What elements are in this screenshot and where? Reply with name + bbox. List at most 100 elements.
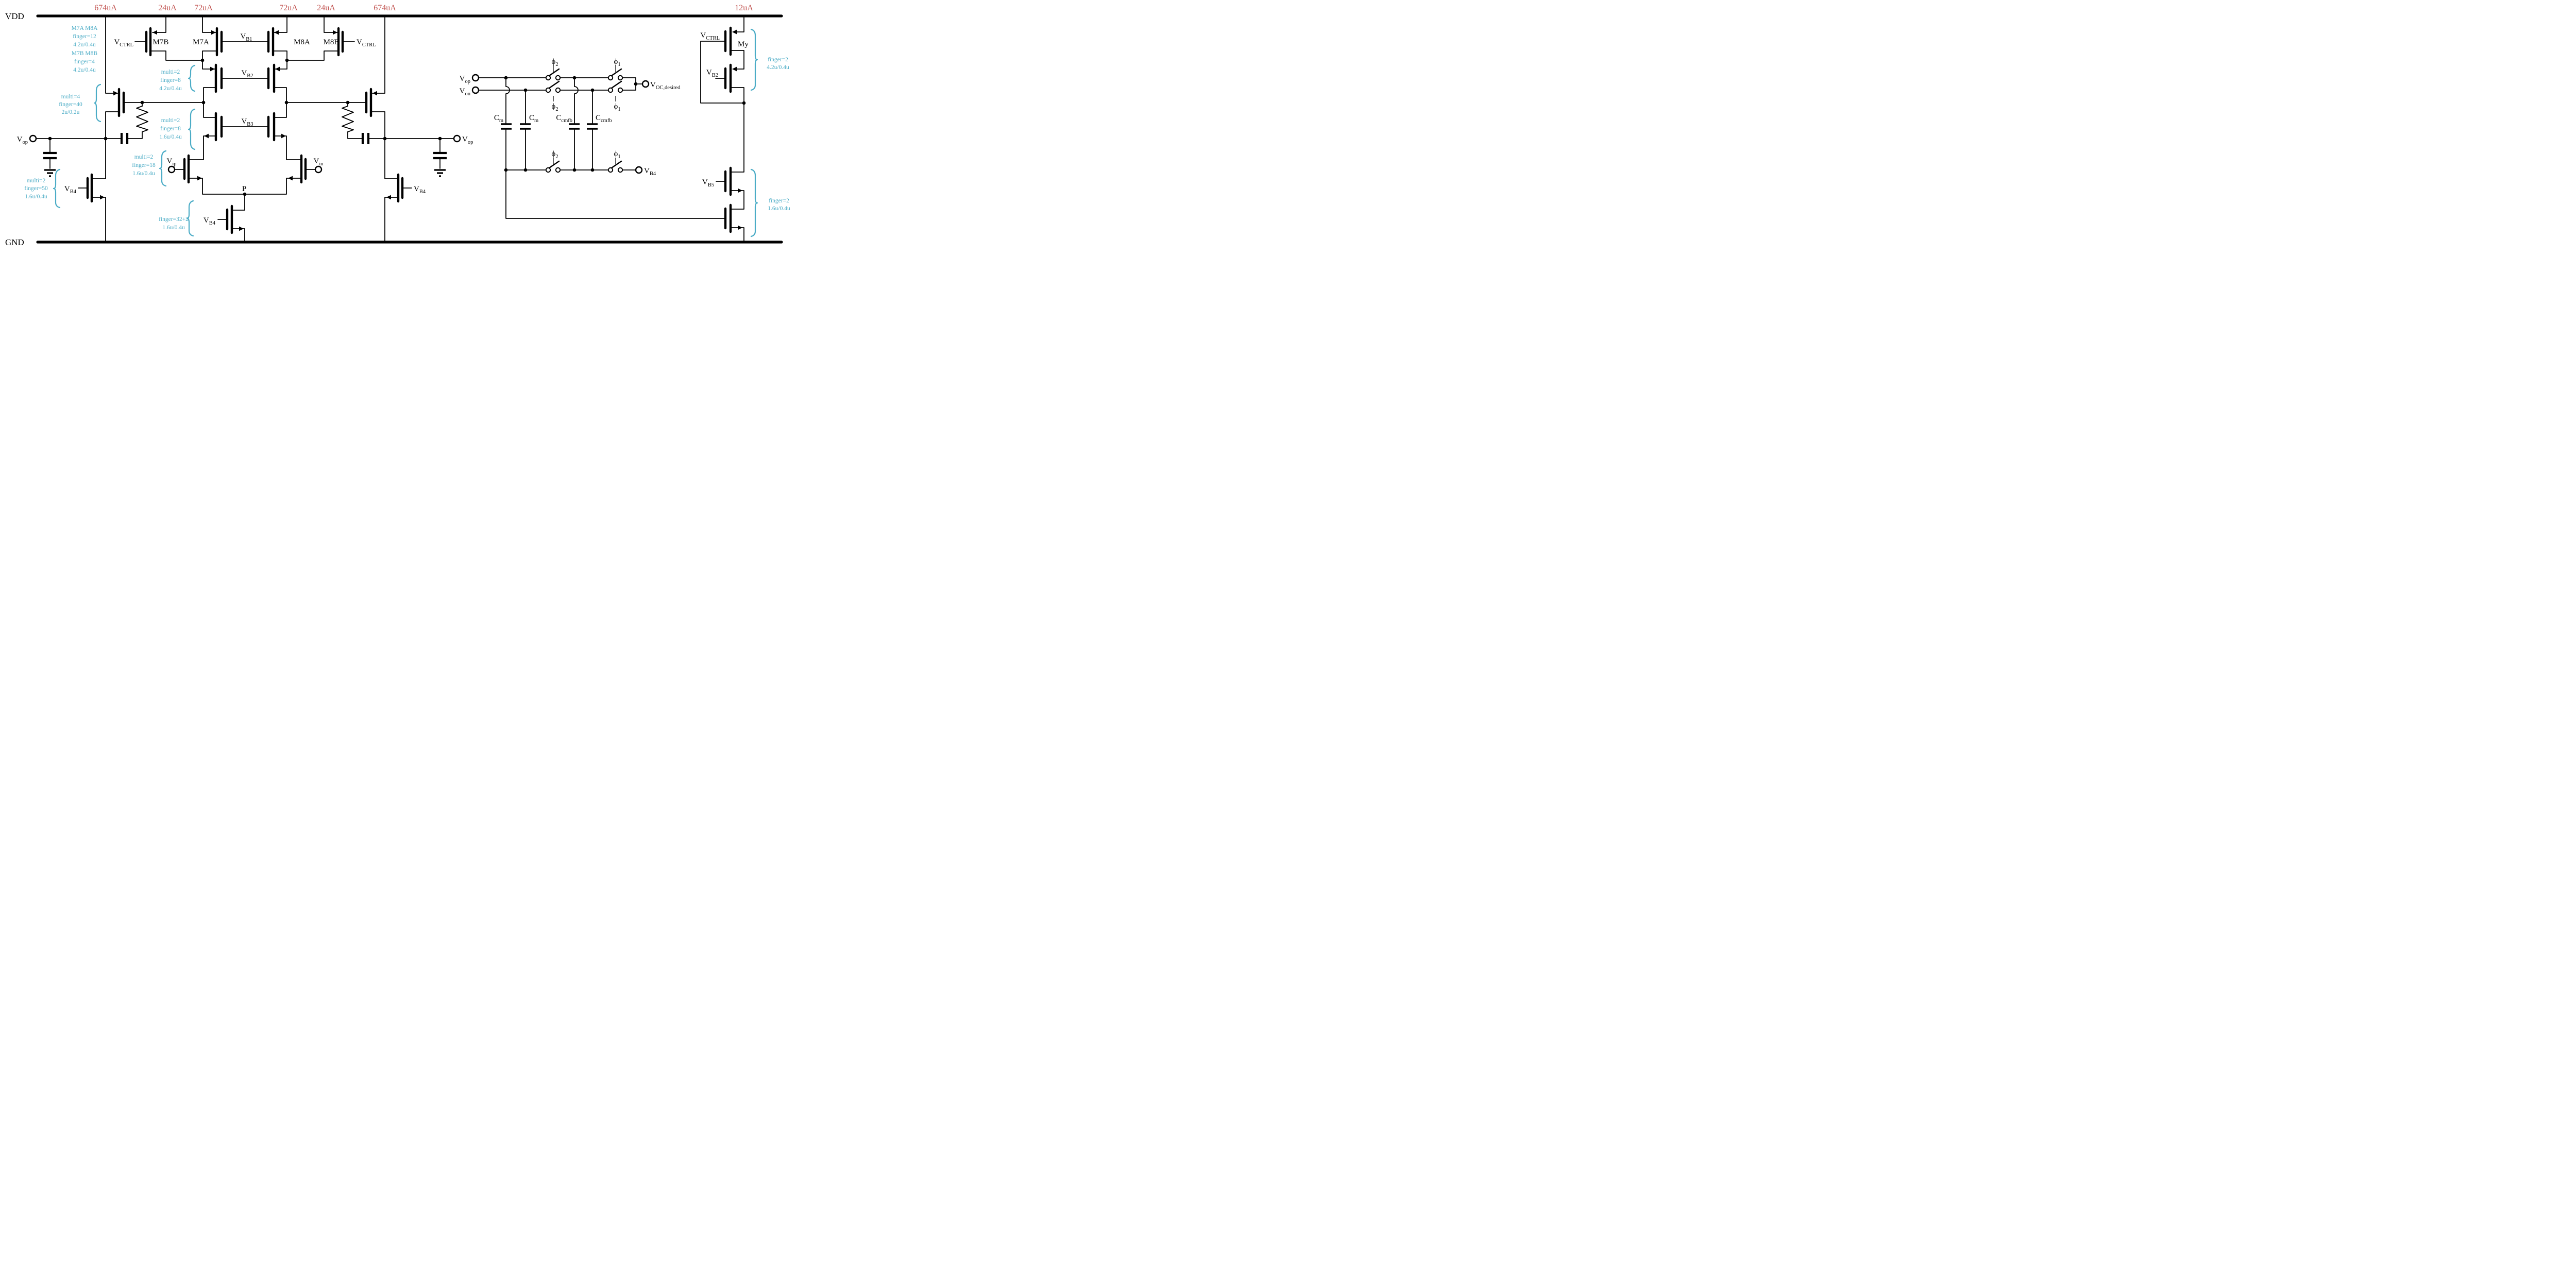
label-node-p: P bbox=[242, 185, 246, 193]
mosfet-bars bbox=[117, 88, 125, 117]
mosfet-bars bbox=[86, 173, 93, 203]
annotation-line: 1.6u/0.4u bbox=[162, 225, 185, 231]
transistor-my bbox=[724, 26, 737, 56]
load-cap-left bbox=[43, 151, 57, 160]
source-arrow bbox=[275, 66, 280, 72]
source-arrow bbox=[210, 66, 215, 72]
switch-contact bbox=[545, 75, 551, 81]
switch-contact bbox=[607, 75, 614, 81]
annotation-line: 4.2u/0.4u bbox=[767, 64, 789, 71]
resistor-rz-right bbox=[342, 106, 354, 132]
source-arrow bbox=[738, 188, 742, 193]
current-label: 72uA bbox=[279, 4, 298, 12]
mosfet-bars bbox=[226, 204, 233, 234]
net-label-vb4-sc: VB4 bbox=[644, 167, 656, 177]
wires-left-output-branch bbox=[36, 16, 143, 243]
net-label-voc-desired: VOC,desired bbox=[650, 81, 681, 91]
mosfet-bars bbox=[724, 63, 732, 93]
mosfet-bars bbox=[365, 88, 372, 117]
source-arrow bbox=[239, 226, 244, 231]
sc-capacitor-plates bbox=[501, 123, 598, 130]
annotation-bias-pmos: finger=2 4.2u/0.4u bbox=[750, 28, 789, 91]
terminal-vop-right bbox=[453, 134, 461, 143]
annotation-line: 1.6u/0.4u bbox=[25, 194, 47, 200]
source-arrow bbox=[100, 195, 105, 200]
sc-switches bbox=[545, 65, 623, 173]
transistor-bias-nmos-vb5 bbox=[724, 166, 742, 196]
mosfet-bars bbox=[183, 154, 190, 184]
label-m7b: M7B bbox=[153, 38, 169, 46]
annotation-line: finger=8 bbox=[160, 77, 181, 83]
brace bbox=[750, 168, 758, 237]
branch-current-labels: 674uA 24uA 72uA 72uA 24uA 674uA 12uA bbox=[94, 4, 753, 12]
source-arrow bbox=[732, 29, 737, 35]
clock-label-phi2-bottom: ϕ2 bbox=[551, 150, 558, 160]
annotation-line: finger=8 bbox=[160, 126, 181, 132]
annotation-line: finger=2 bbox=[769, 198, 789, 204]
switch-levers bbox=[548, 68, 622, 169]
switch-contact bbox=[555, 75, 561, 81]
ground-symbol-left bbox=[44, 169, 56, 177]
cap-label-cm-2: Cm bbox=[529, 114, 538, 124]
label-m7a: M7A bbox=[193, 38, 209, 46]
annotation-line: 4.2u/0.4u bbox=[159, 86, 182, 92]
brace bbox=[188, 64, 196, 92]
annotation-line: finger=4 bbox=[74, 59, 95, 65]
schematic-canvas: VDD GND 674uA 24uA 72uA 72uA 24uA 674uA … bbox=[5, 4, 790, 247]
annotation-cascode-pmos: multi=2 finger=8 4.2u/0.4u bbox=[159, 64, 196, 92]
resistor-rz-left bbox=[136, 106, 148, 132]
transistor-cascode-nmos-left bbox=[204, 112, 223, 142]
annotation-line: finger=12 bbox=[73, 33, 96, 40]
source-arrow bbox=[197, 176, 202, 181]
mosfet-bars bbox=[337, 27, 344, 57]
ground-symbol-right bbox=[434, 169, 446, 177]
mosfet-bars bbox=[214, 112, 223, 142]
vdd-label: VDD bbox=[5, 11, 24, 21]
source-arrow bbox=[333, 30, 337, 35]
terminal-vip bbox=[167, 165, 176, 174]
annotation-tail: finger=32+2 1.6u/0.4u bbox=[159, 200, 194, 237]
terminal-vop-left bbox=[29, 134, 37, 143]
switch-contact bbox=[617, 87, 623, 93]
transistor-stage2-nmos-left bbox=[86, 173, 105, 203]
source-arrow bbox=[288, 176, 293, 181]
wires-sc-cmfb bbox=[478, 77, 726, 219]
switch-contact bbox=[617, 167, 623, 173]
transistor-bias-nmos-bottom bbox=[724, 203, 742, 233]
annotation-line: 1.6u/0.4u bbox=[132, 170, 155, 177]
transistor-cascode-nmos-right bbox=[267, 112, 286, 142]
source-arrow bbox=[386, 195, 391, 200]
net-label-vb2-bias: VB2 bbox=[706, 69, 718, 78]
mosfet-bars bbox=[300, 154, 307, 184]
source-arrow bbox=[204, 133, 209, 139]
switch-contact bbox=[545, 167, 551, 173]
opamp-schematic: VDD GND 674uA 24uA 72uA 72uA 24uA 674uA … bbox=[0, 0, 795, 253]
net-label-vb4-left: VB4 bbox=[64, 185, 77, 195]
net-label-sc-von: Von bbox=[460, 87, 471, 97]
annotation-line: 4.2u/0.4u bbox=[73, 42, 96, 48]
annotation-bias-nmos: finger=2 1.6u/0.4u bbox=[750, 168, 790, 237]
transistor-stage2-nmos-right bbox=[386, 173, 404, 203]
brace bbox=[750, 28, 758, 91]
current-label: 24uA bbox=[158, 4, 177, 12]
net-label-sc-vop: Vop bbox=[460, 75, 470, 84]
gnd-label: GND bbox=[5, 237, 24, 247]
cap-label-cm-1: Cm bbox=[494, 114, 503, 124]
terminal-sc-von bbox=[471, 86, 480, 94]
brace bbox=[93, 83, 101, 123]
net-label-vb1: VB1 bbox=[240, 32, 252, 42]
net-label-vop-right: Vop bbox=[462, 135, 473, 145]
cap-label-ccmfb-2: Ccmfb bbox=[596, 114, 612, 124]
load-cap-right bbox=[433, 151, 447, 160]
switch-contact bbox=[545, 87, 551, 93]
source-arrow bbox=[372, 91, 377, 96]
transistor-m8b bbox=[333, 27, 344, 57]
annotation-line: 1.6u/0.4u bbox=[768, 206, 790, 212]
switch-control-ticks bbox=[553, 65, 616, 164]
net-label-vctrl-left: VCTRL bbox=[114, 38, 133, 48]
net-label-vb4-right: VB4 bbox=[414, 185, 426, 195]
label-m8a: M8A bbox=[294, 38, 310, 46]
transistor-bias-pmos-vb2 bbox=[724, 63, 737, 93]
mosfet-bars bbox=[397, 173, 404, 203]
net-label-vop-left: Vop bbox=[17, 135, 28, 145]
